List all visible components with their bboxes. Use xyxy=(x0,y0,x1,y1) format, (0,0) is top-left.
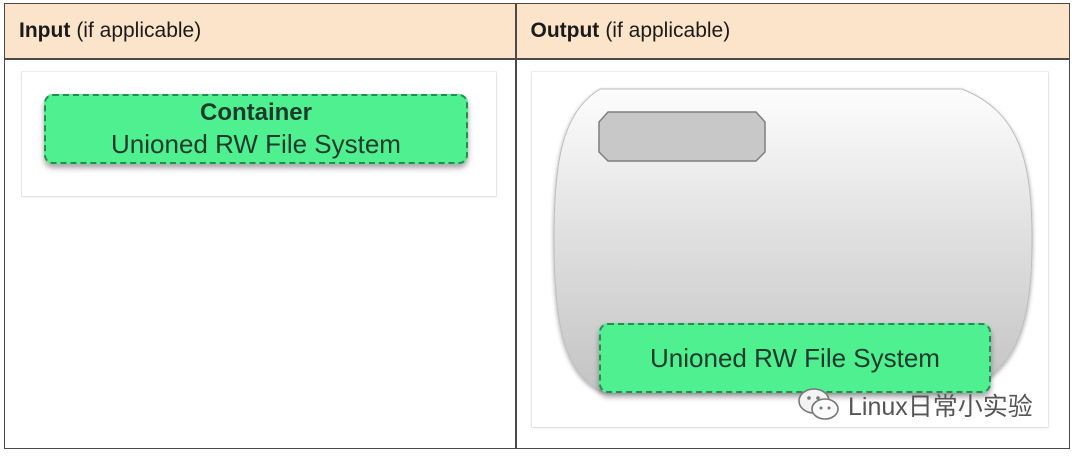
input-panel: Container Unioned RW File System xyxy=(22,72,496,196)
watermark: Linux日常小实验 xyxy=(796,386,1033,424)
comparison-table: Input (if applicable) Output (if applica… xyxy=(4,3,1070,449)
wechat-icon xyxy=(798,388,839,420)
output-header: Output (if applicable) xyxy=(516,4,1069,58)
gray-block xyxy=(598,111,766,162)
input-header: Input (if applicable) xyxy=(5,4,515,58)
container-shape xyxy=(553,88,1033,391)
output-header-note: (if applicable) xyxy=(605,19,731,42)
rw-layer-label: Unioned RW File System xyxy=(650,343,940,373)
container-box: Container Unioned RW File System xyxy=(44,94,468,164)
output-header-bold: Output xyxy=(530,19,600,42)
input-header-bold: Input xyxy=(19,19,71,42)
container-subtitle: Unioned RW File System xyxy=(111,129,401,159)
watermark-text: Linux日常小实验 xyxy=(848,393,1033,421)
input-header-note: (if applicable) xyxy=(76,19,202,42)
output-panel: Unioned RW File System xyxy=(532,72,1048,427)
container-title: Container xyxy=(199,99,312,126)
column-divider xyxy=(515,4,517,448)
header-divider xyxy=(5,58,1069,60)
rw-layer-box: Unioned RW File System xyxy=(599,323,991,393)
